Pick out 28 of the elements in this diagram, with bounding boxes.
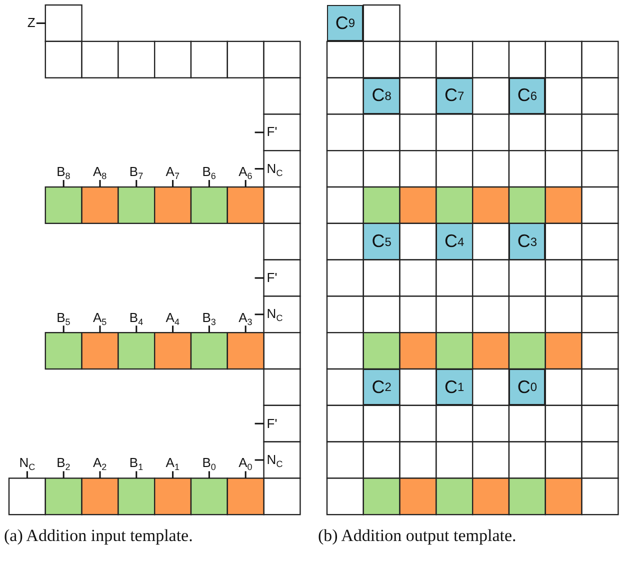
pin-label: A$_{3}$: [238, 310, 252, 325]
pin-label: B$_{6}$: [202, 165, 216, 179]
pin-label: F': [266, 271, 278, 285]
figure-caption: (b) Addition output template.: [318, 525, 518, 547]
pin-label: A$_{4}$: [166, 310, 180, 325]
pin-label: B$_{3}$: [202, 310, 216, 325]
pin-label: N$_{C}$: [266, 162, 283, 176]
pin-label: A$_{8}$: [93, 165, 107, 179]
pin-label: Z: [27, 16, 36, 30]
figure-caption: (a) Addition input template.: [4, 525, 194, 547]
pin-label: B$_{5}$: [56, 310, 70, 325]
pin-label: F': [266, 416, 278, 431]
pin-label: A$_{1}$: [166, 456, 180, 470]
pin-label: B$_{7}$: [129, 165, 144, 179]
pin-label: N$_{C}$: [19, 456, 36, 470]
pin-label: B$_{4}$: [129, 310, 144, 325]
pin-label: B$_{2}$: [56, 456, 70, 470]
pin-label: N$_{C}$: [266, 453, 283, 467]
pin-label: B$_{0}$: [202, 456, 216, 470]
pin-label: B$_{1}$: [129, 456, 144, 470]
pin-label: B$_{8}$: [56, 165, 70, 179]
pin-label: A$_{5}$: [93, 310, 107, 325]
pin-label: A$_{2}$: [93, 456, 107, 470]
pin-label: A$_{6}$: [238, 165, 252, 179]
pin-label: A$_{7}$: [166, 165, 180, 179]
pin-label: A$_{0}$: [238, 456, 252, 470]
pin-label: F': [266, 125, 278, 140]
pin-label: N$_{C}$: [266, 307, 283, 322]
